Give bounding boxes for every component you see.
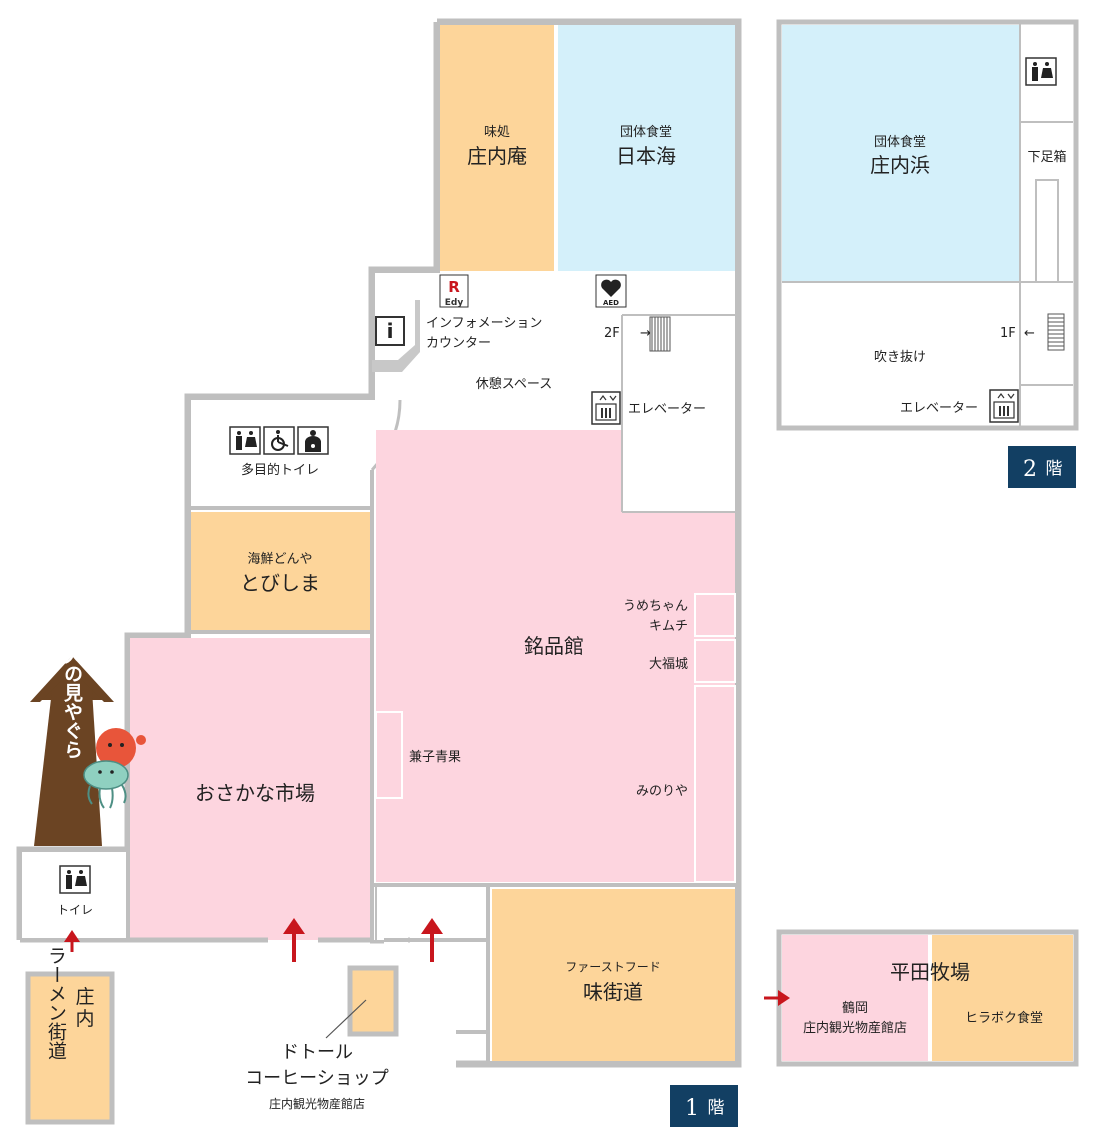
svg-text:みのりや: みのりや xyxy=(636,784,688,799)
elevator-icon xyxy=(591,391,621,425)
svg-text:ラーメン街道: ラーメン街道 xyxy=(45,946,67,1060)
svg-text:おさかな市場: おさかな市場 xyxy=(195,781,315,805)
svg-text:階: 階 xyxy=(708,1098,725,1118)
entrance-arrow-annex xyxy=(764,990,790,1006)
osakana-market[interactable] xyxy=(130,638,370,940)
svg-text:内: 内 xyxy=(75,1008,94,1030)
entrance-arrow-toilet xyxy=(64,930,80,952)
ajidokoro-shop[interactable] xyxy=(440,25,554,271)
svg-text:庄内観光物産館店: 庄内観光物産館店 xyxy=(269,1096,365,1111)
svg-text:i: i xyxy=(387,319,394,343)
svg-text:団体食堂: 団体食堂 xyxy=(620,124,672,140)
dantai-nihonkai-hall[interactable] xyxy=(558,25,735,271)
svg-text:エレベーター: エレベーター xyxy=(900,401,978,416)
svg-text:階: 階 xyxy=(1046,459,1063,479)
svg-text:2: 2 xyxy=(1023,457,1037,482)
svg-text:AED: AED xyxy=(603,299,619,307)
svg-text:ファーストフード: ファーストフード xyxy=(565,960,660,974)
svg-text:カウンター: カウンター xyxy=(426,336,491,351)
svg-text:庄内観光物産館店: 庄内観光物産館店 xyxy=(803,1020,907,1036)
hirabok-restaurant[interactable] xyxy=(932,935,1073,1061)
svg-text:平田牧場: 平田牧場 xyxy=(890,960,970,984)
elevator-icon-2f xyxy=(989,389,1019,423)
fire-tower xyxy=(30,656,114,846)
stairs-1f[interactable] xyxy=(1047,313,1065,351)
ramen-kaido[interactable] xyxy=(25,971,115,1125)
svg-text:キムチ: キムチ xyxy=(649,619,688,634)
svg-text:うめちゃん: うめちゃん xyxy=(623,599,688,614)
entrance-arrow-main-right xyxy=(421,918,443,962)
restroom-icon-2f xyxy=(1025,57,1057,86)
svg-text:←: ← xyxy=(1024,326,1035,341)
svg-text:休憩スペース: 休憩スペース xyxy=(476,376,552,392)
svg-text:多目的トイレ: 多目的トイレ xyxy=(241,462,319,478)
svg-text:日本海: 日本海 xyxy=(616,144,676,168)
svg-text:海鮮どんや: 海鮮どんや xyxy=(247,552,312,567)
restroom-icon-multi xyxy=(229,426,261,455)
svg-text:とびしま: とびしま xyxy=(240,571,320,595)
svg-text:インフォメーション: インフォメーション xyxy=(426,316,542,331)
svg-text:Edy: Edy xyxy=(445,298,464,308)
svg-text:味処: 味処 xyxy=(484,125,510,140)
svg-text:鶴岡: 鶴岡 xyxy=(842,1000,868,1016)
svg-text:庄内庵: 庄内庵 xyxy=(467,144,527,168)
svg-text:銘品館: 銘品館 xyxy=(524,634,584,658)
svg-text:コーヒーショップ: コーヒーショップ xyxy=(245,1068,389,1089)
svg-text:ドトール: ドトール xyxy=(281,1042,353,1063)
svg-text:トイレ: トイレ xyxy=(57,903,93,917)
svg-text:庄内浜: 庄内浜 xyxy=(870,153,930,177)
svg-text:→: → xyxy=(640,326,651,341)
fastfood-ajikaido[interactable] xyxy=(492,889,735,1061)
svg-text:大福城: 大福城 xyxy=(649,657,688,672)
svg-text:エレベーター: エレベーター xyxy=(628,402,706,417)
svg-text:味街道: 味街道 xyxy=(583,980,643,1004)
svg-text:団体食堂: 団体食堂 xyxy=(874,134,926,150)
mascot-character xyxy=(83,728,146,809)
hirata-shop[interactable] xyxy=(782,935,928,1061)
svg-text:吹き抜け: 吹き抜け xyxy=(874,349,926,365)
svg-text:下足箱: 下足箱 xyxy=(1027,149,1066,165)
entrance-arrow-main-left xyxy=(283,918,305,962)
svg-text:R: R xyxy=(448,278,460,296)
edy-icon: R Edy xyxy=(439,274,469,308)
svg-text:2F: 2F xyxy=(604,326,620,341)
ostomate-icon xyxy=(297,426,329,455)
svg-text:火の見やぐら: 火の見やぐら xyxy=(61,645,83,759)
svg-text:1F: 1F xyxy=(1000,326,1016,341)
floor2-badge xyxy=(1008,446,1076,488)
dantai-shonaihama-hall[interactable] xyxy=(782,25,1019,281)
svg-text:ヒラボク食堂: ヒラボク食堂 xyxy=(965,1010,1043,1026)
wheelchair-icon xyxy=(263,426,295,455)
aed-icon: AED xyxy=(595,274,627,308)
information-icon: i xyxy=(375,316,405,346)
svg-text:1: 1 xyxy=(685,1096,699,1121)
stairs-2f[interactable] xyxy=(649,316,671,352)
restroom-icon xyxy=(59,865,91,894)
doutor-coffee[interactable] xyxy=(347,965,399,1037)
svg-text:兼子青果: 兼子青果 xyxy=(409,750,461,765)
svg-text:庄: 庄 xyxy=(75,986,94,1008)
tobishima-shop[interactable] xyxy=(191,512,370,630)
floor1-badge xyxy=(670,1085,738,1127)
